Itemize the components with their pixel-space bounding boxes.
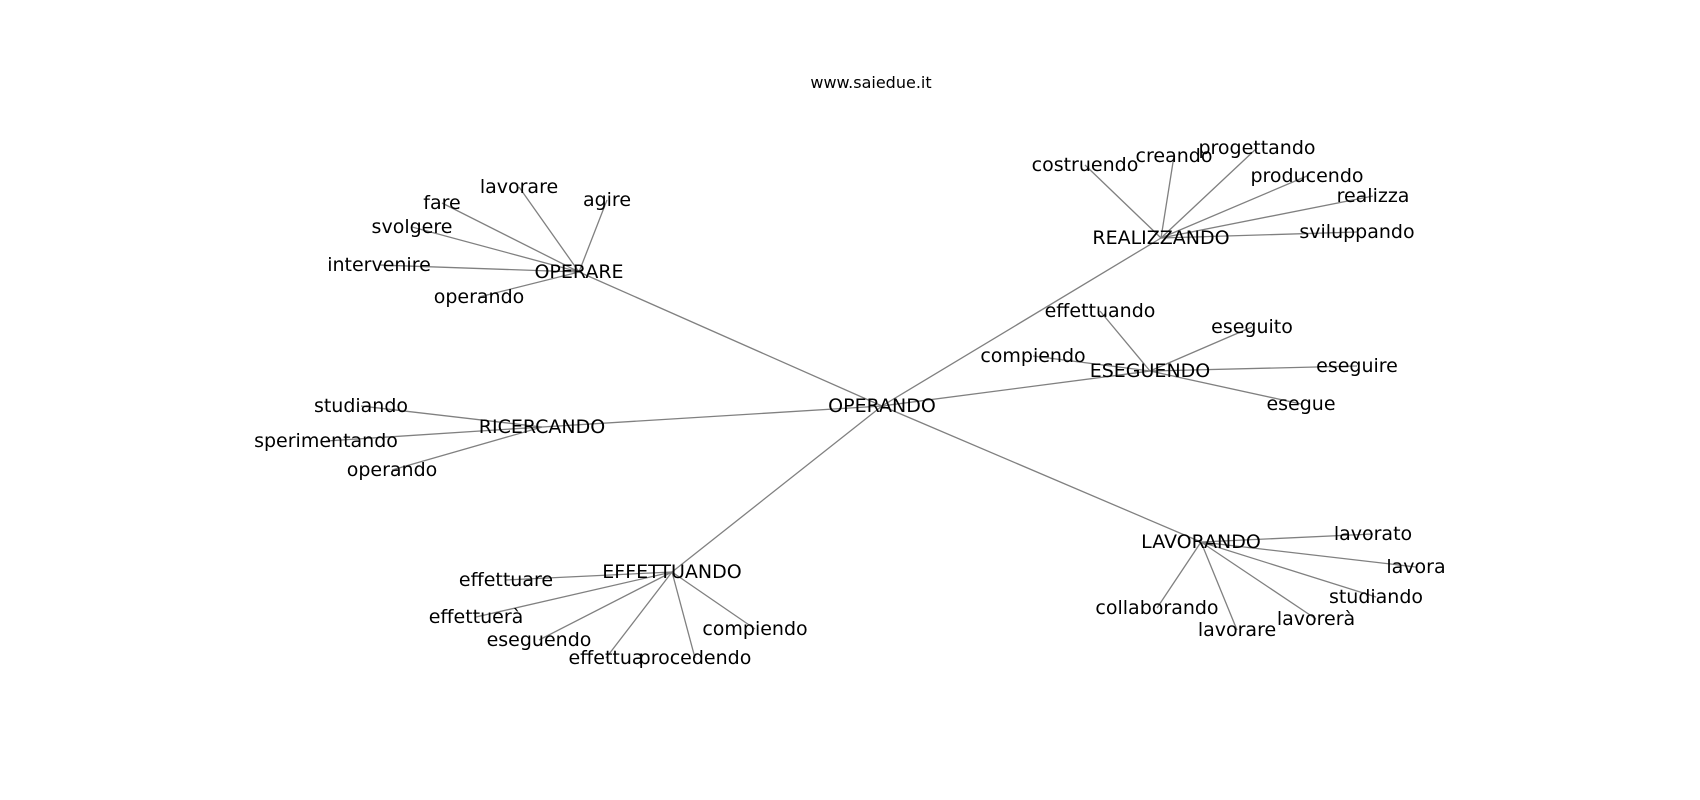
edge-root-operare bbox=[578, 271, 883, 407]
edge-operare-leaf bbox=[478, 271, 580, 298]
edge-ricercando-leaf bbox=[360, 405, 543, 428]
edge-eseguendo-leaf bbox=[1149, 365, 1358, 372]
leaf-node: costruendo bbox=[1032, 154, 1139, 176]
edge-lavorando-leaf bbox=[1200, 541, 1377, 598]
edge-effettuando-leaf bbox=[605, 571, 673, 659]
edge-ricercando-leaf bbox=[391, 426, 543, 471]
edge-effettuando-leaf bbox=[505, 571, 673, 581]
hub-node-operare: OPERARE bbox=[534, 261, 623, 283]
edge-root-ricercando bbox=[541, 405, 883, 428]
edge-lavorando-leaf bbox=[1200, 541, 1417, 568]
edge-effettuando-leaf bbox=[671, 571, 756, 630]
edge-operare-leaf bbox=[441, 202, 580, 273]
edge-root-realizzando bbox=[881, 237, 1162, 407]
hub-node-eseguendo: ESEGUENDO bbox=[1090, 360, 1211, 382]
leaf-node: eseguire bbox=[1316, 355, 1398, 377]
leaf-node: compiendo bbox=[980, 345, 1085, 367]
hub-node-lavorando: LAVORANDO bbox=[1141, 531, 1261, 553]
edge-lavorando-leaf bbox=[1200, 541, 1317, 620]
leaf-node: creando bbox=[1136, 145, 1213, 167]
leaf-node: lavorerà bbox=[1277, 608, 1355, 630]
edge-lavorando-leaf bbox=[1156, 541, 1202, 609]
leaf-node: lavora bbox=[1386, 556, 1445, 578]
edge-realizzando-leaf bbox=[1160, 231, 1358, 239]
edge-root-lavorando bbox=[881, 405, 1202, 543]
leaf-node: producendo bbox=[1250, 165, 1363, 187]
leaf-node: procedendo bbox=[639, 647, 752, 669]
edge-ricercando-leaf bbox=[325, 426, 543, 442]
edge-operare-leaf bbox=[411, 226, 580, 273]
edge-realizzando-leaf bbox=[1084, 164, 1162, 239]
site-caption: www.saiedue.it bbox=[810, 73, 931, 92]
root-node-label: OPERANDO bbox=[828, 395, 936, 417]
leaf-node: collaborando bbox=[1095, 597, 1218, 619]
edge-effettuando-leaf bbox=[671, 571, 696, 659]
hub-node-realizzando: REALIZZANDO bbox=[1092, 227, 1229, 249]
leaf-node: compiendo bbox=[702, 618, 807, 640]
edge-eseguendo-leaf bbox=[1149, 370, 1302, 405]
edge-operare-leaf bbox=[518, 186, 580, 273]
leaf-node: intervenire bbox=[327, 254, 431, 276]
leaf-node: eseguito bbox=[1211, 316, 1293, 338]
leaf-node: eseguendo bbox=[487, 629, 592, 651]
leaf-node: lavorare bbox=[1198, 619, 1276, 641]
leaf-node: effettua bbox=[568, 647, 643, 669]
leaf-node: studiando bbox=[314, 395, 408, 417]
edge-realizzando-leaf bbox=[1160, 147, 1258, 239]
graph-labels: OPERANDO OPERARE agire lavorare faresvolgere… bbox=[254, 137, 1446, 669]
leaf-node: studiando bbox=[1329, 586, 1423, 608]
edge-eseguendo-leaf bbox=[1099, 310, 1151, 372]
leaf-node: agire bbox=[583, 189, 631, 211]
leaf-node: effettuare bbox=[459, 569, 553, 591]
edge-eseguendo-leaf bbox=[1032, 355, 1151, 372]
edge-root-effettuando bbox=[671, 405, 883, 573]
leaf-node: operando bbox=[434, 286, 525, 308]
leaf-node: progettando bbox=[1198, 137, 1315, 159]
edge-lavorando-leaf bbox=[1200, 541, 1238, 631]
leaf-node: esegue bbox=[1266, 393, 1335, 415]
leaf-node: effettuando bbox=[1045, 300, 1156, 322]
edge-effettuando-leaf bbox=[475, 571, 673, 618]
leaf-node: fare bbox=[423, 192, 460, 214]
edge-effettuando-leaf bbox=[538, 571, 673, 641]
leaf-node: realizza bbox=[1337, 185, 1410, 207]
edge-lavorando-leaf bbox=[1200, 533, 1374, 543]
leaf-node: sperimentando bbox=[254, 430, 398, 452]
graph-edges bbox=[325, 147, 1417, 659]
leaf-node: effettuerà bbox=[429, 606, 524, 628]
edge-realizzando-leaf bbox=[1160, 175, 1308, 239]
leaf-node: sviluppando bbox=[1299, 221, 1414, 243]
edge-operare-leaf bbox=[378, 264, 580, 273]
leaf-node: lavorato bbox=[1334, 523, 1412, 545]
hub-node-effettuando: EFFETTUANDO bbox=[602, 561, 741, 583]
leaf-node: lavorare bbox=[480, 176, 558, 198]
leaf-node: operando bbox=[347, 459, 438, 481]
edge-root-eseguendo bbox=[881, 370, 1151, 407]
edge-operare-leaf bbox=[578, 199, 608, 273]
edge-eseguendo-leaf bbox=[1149, 326, 1253, 372]
edge-realizzando-leaf bbox=[1160, 155, 1175, 239]
leaf-node: svolgere bbox=[372, 216, 453, 238]
edge-realizzando-leaf bbox=[1160, 195, 1374, 239]
hub-node-ricercando: RICERCANDO bbox=[479, 416, 605, 438]
